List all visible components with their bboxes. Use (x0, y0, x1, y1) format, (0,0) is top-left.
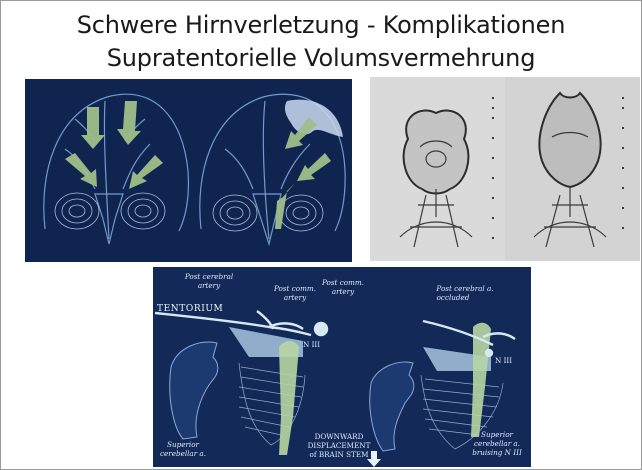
label-post-cerebral-artery-line2: artery (198, 281, 221, 290)
slide-title-line-2: Supratentorielle Volumsvermehrung (1, 44, 641, 72)
coronal-brain-illustration (25, 79, 352, 262)
label-post-comm-artery-left-line1: Post comm. (273, 284, 316, 293)
herniation-svg: Post cerebral artery Post comm. artery P… (153, 267, 531, 467)
label-superior-bruising-line2: cerebellar a. (474, 439, 520, 448)
label-post-cerebral-occluded-line1: Post cerebral a. (435, 284, 493, 293)
label-post-cerebral-occluded-line2: occluded (437, 293, 470, 302)
label-post-cerebral-artery-line1: Post cerebral (184, 272, 233, 281)
brainstem-cross-section-illustration (370, 77, 640, 261)
label-post-comm-artery-right-line1: Post comm. (321, 278, 364, 287)
label-superior-cerebellar-line1: Superior (167, 440, 199, 449)
label-superior-bruising-line1: Superior (481, 430, 513, 439)
section-left (404, 111, 469, 194)
label-superior-cerebellar-line2: cerebellar a. (160, 449, 206, 458)
tentorial-herniation-diagram: Post cerebral artery Post comm. artery P… (153, 267, 531, 467)
slide-title-line-1: Schwere Hirnverletzung - Komplikationen (1, 11, 641, 39)
cross-section-svg (370, 77, 640, 261)
label-post-comm-artery-left-line2: artery (284, 293, 307, 302)
label-post-comm-artery-right-line2: artery (332, 287, 355, 296)
label-n-iii-right: N III (495, 356, 512, 365)
label-n-iii-left: N III (303, 340, 320, 349)
label-downward-line2: DISPLACEMENT (308, 441, 371, 450)
label-downward-line1: DOWNWARD (315, 432, 364, 441)
label-downward-line3: of BRAIN STEM (310, 450, 369, 459)
coronal-brain-svg (25, 79, 352, 262)
label-tentorium: TENTORIUM (157, 304, 223, 314)
label-superior-bruising-line3: bruising N III (472, 448, 522, 457)
section-right (539, 93, 600, 187)
